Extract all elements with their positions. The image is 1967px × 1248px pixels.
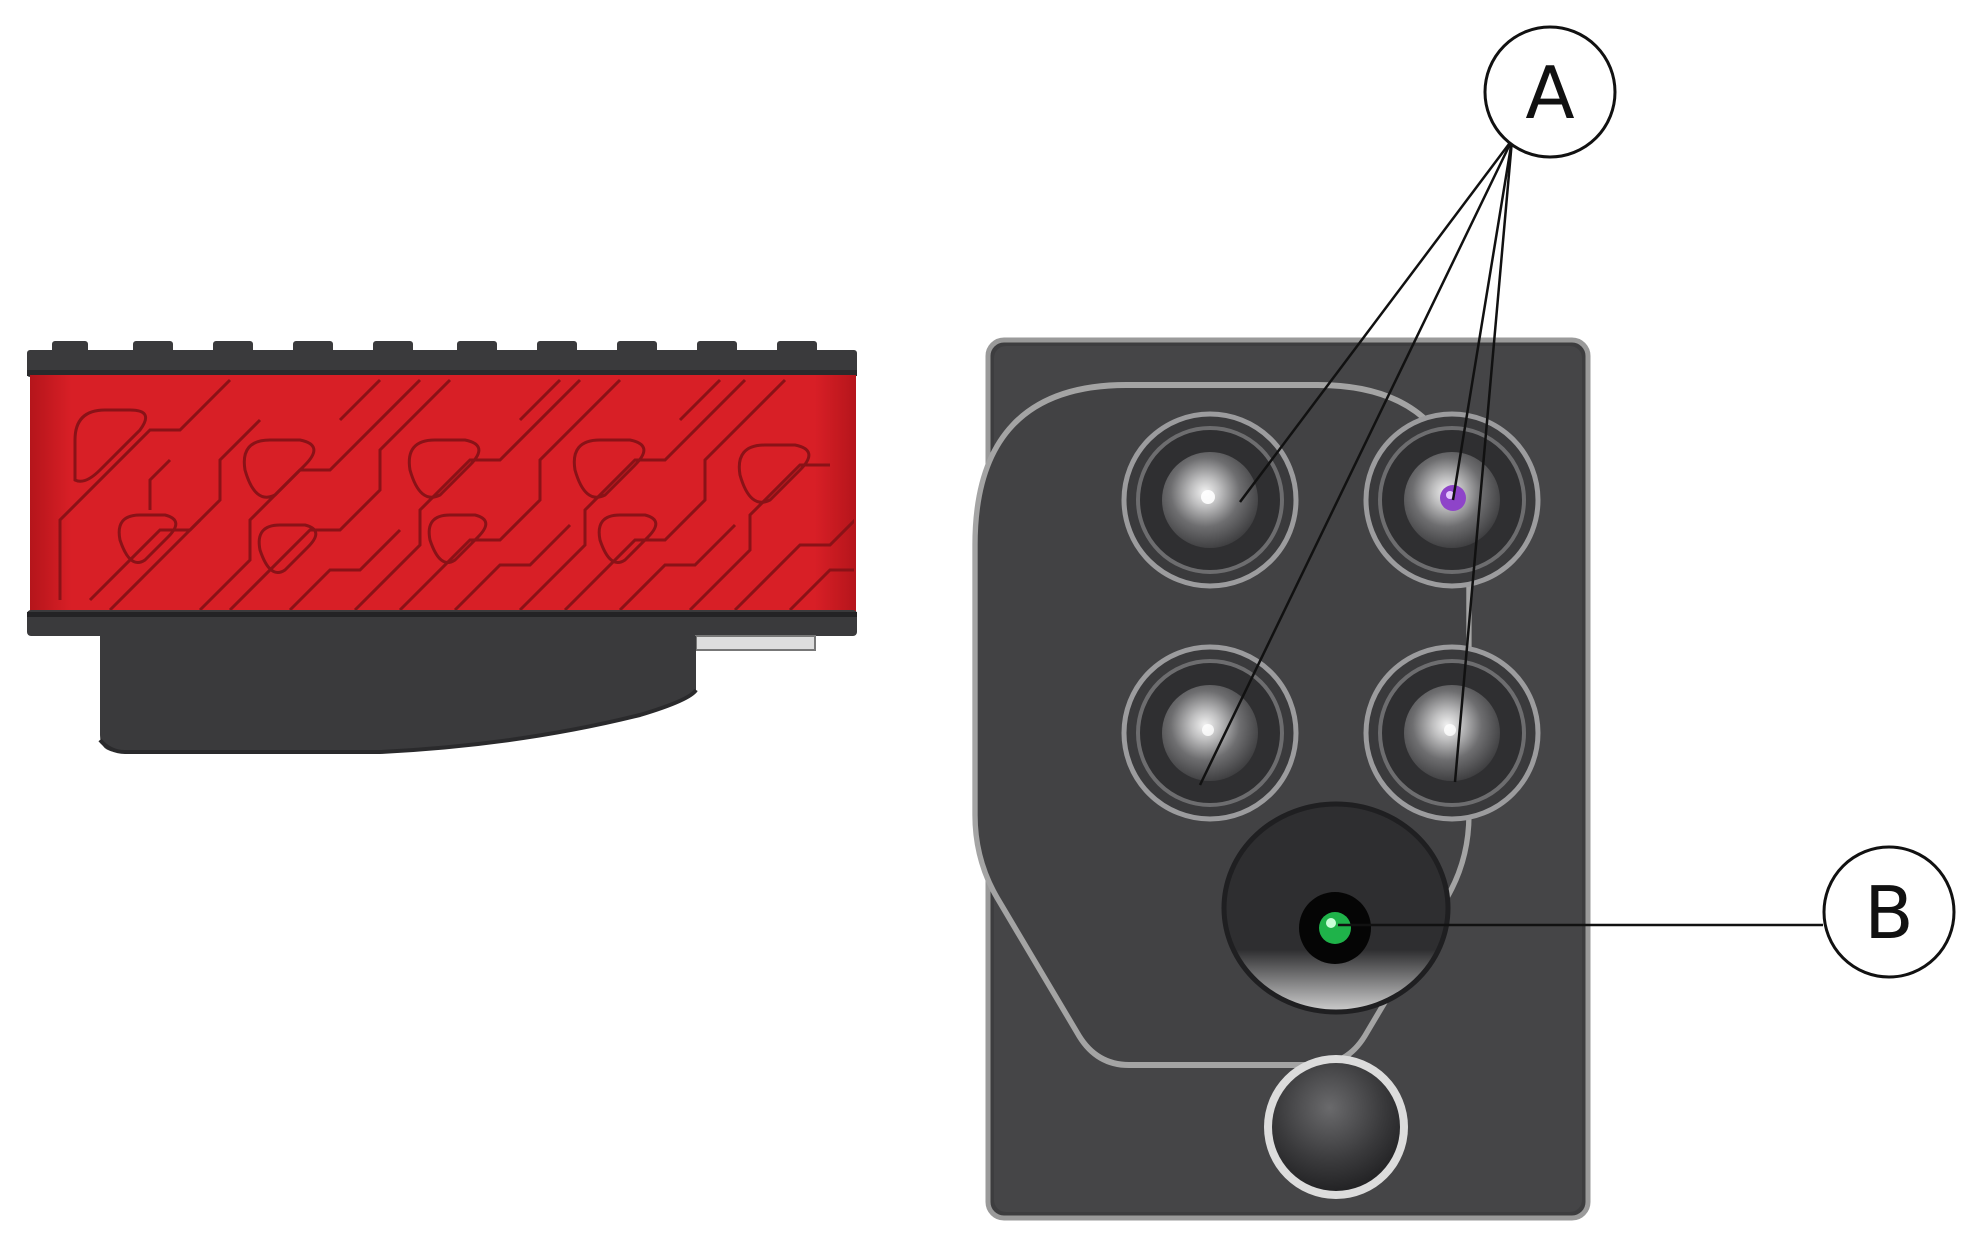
side-view-lower-body [100, 636, 696, 752]
bottom-button [1264, 1055, 1408, 1199]
callout-b: B [1338, 845, 1956, 979]
green-led-icon [1319, 912, 1351, 944]
lens-bottom-left [1121, 644, 1299, 822]
callout-a-circle [1483, 25, 1617, 159]
camera-side-view [27, 341, 857, 754]
light-sensor [1221, 801, 1451, 1015]
callout-a-leader-lines [1198, 139, 1514, 786]
callout-b-circle [1822, 845, 1956, 979]
callout-a-label: A [1525, 51, 1574, 135]
lens-bottom-right [1363, 644, 1541, 822]
side-view-trace-pattern [58, 378, 854, 612]
callout-a: A [1198, 25, 1617, 786]
lens-top-left [1121, 411, 1299, 589]
camera-front-view [972, 337, 1591, 1221]
side-view-connector [695, 635, 816, 651]
lens-top-right [1363, 411, 1541, 589]
callout-b-label: B [1864, 871, 1913, 955]
